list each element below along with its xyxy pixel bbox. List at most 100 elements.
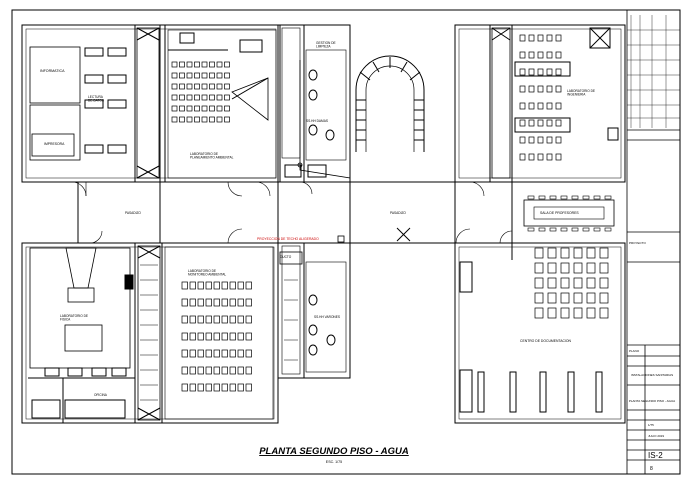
- block-top-right: [454, 24, 626, 183]
- lab-seat: [546, 34, 553, 42]
- lab-seat: [213, 315, 220, 324]
- sala-chair: [571, 227, 579, 232]
- lab-seat: [528, 136, 535, 144]
- lab-seat: [201, 83, 208, 90]
- lab-seat: [555, 51, 562, 59]
- lab-seat: [245, 332, 252, 341]
- lab-seat: [546, 102, 553, 110]
- lab-seat: [546, 136, 553, 144]
- lab-seat: [546, 85, 553, 93]
- lab-seat: [555, 102, 562, 110]
- lab-seat: [209, 105, 215, 112]
- sala-chair: [538, 227, 546, 232]
- lab-seat: [537, 102, 544, 110]
- block-top-center: [277, 24, 425, 183]
- lab-seat: [194, 116, 200, 123]
- reading-seat: [573, 262, 583, 274]
- lab-seat: [216, 72, 223, 79]
- lab-seat: [205, 349, 212, 358]
- reading-seat: [573, 307, 583, 319]
- lab-seat: [194, 83, 200, 90]
- lab-seat: [224, 83, 230, 90]
- lab-seat: [186, 116, 193, 123]
- tb-date: JULIO 2019: [648, 434, 664, 438]
- lab-seat: [179, 83, 185, 90]
- lab-seat: [555, 68, 562, 76]
- reading-seat: [586, 247, 596, 259]
- lab-seat: [237, 281, 244, 290]
- lab-seat: [201, 105, 208, 112]
- lab-seat: [237, 349, 244, 358]
- lab-seat: [186, 72, 193, 79]
- sala-chair: [604, 195, 612, 200]
- lab-seat: [186, 61, 193, 68]
- lab-seat: [221, 298, 228, 307]
- lab-seat: [209, 116, 215, 123]
- tb-project-label: PROYECTO: [629, 241, 646, 245]
- lab-seat: [201, 61, 208, 68]
- reading-seat: [573, 277, 583, 289]
- lab-seat: [537, 68, 544, 76]
- lab-seat: [197, 298, 204, 307]
- lab-seat: [537, 34, 544, 42]
- sala-chair: [560, 227, 568, 232]
- drawing-scale: ESC. 1/75: [326, 460, 342, 464]
- lab-seat: [555, 119, 562, 127]
- reading-seat: [599, 247, 609, 259]
- reading-seat: [599, 292, 609, 304]
- lab-seat: [216, 105, 223, 112]
- lab-seat: [221, 332, 228, 341]
- tb-sheet-code: IS-2: [648, 451, 663, 460]
- reading-seat: [547, 262, 557, 274]
- lab-seat: [245, 298, 252, 307]
- red-annotation: PROYECCION DE TECHO ALIGERADO: [257, 237, 319, 241]
- lab-seat: [189, 383, 196, 392]
- lab-seat: [519, 102, 526, 110]
- lab-seat: [237, 366, 244, 375]
- lab-seat: [179, 105, 185, 112]
- reading-seat: [534, 277, 544, 289]
- lab-seat: [537, 51, 544, 59]
- sala-chair: [538, 195, 546, 200]
- sala-chair: [582, 227, 590, 232]
- tb-plan-desc: INSTALACIONES SANITARIAS: [631, 373, 673, 377]
- lab-seat: [209, 83, 215, 90]
- lab-seat: [224, 105, 230, 112]
- sala-chair: [604, 227, 612, 232]
- lab-seat: [528, 153, 535, 161]
- lab-seat: [237, 332, 244, 341]
- lab-seat: [171, 116, 178, 123]
- sala-chair: [549, 227, 557, 232]
- lab-seat: [213, 281, 220, 290]
- sala-chair: [527, 195, 535, 200]
- lab-seat: [181, 281, 188, 290]
- lab-seat: [519, 34, 526, 42]
- seat-grid-top-right: [519, 34, 562, 161]
- lab-seat: [194, 105, 200, 112]
- lab-seat: [528, 68, 535, 76]
- lab-seat: [201, 72, 208, 79]
- lab-seat: [189, 315, 196, 324]
- lab-seat: [194, 61, 200, 68]
- title-block: [626, 9, 681, 475]
- lab-seat: [555, 34, 562, 42]
- lab-seat: [213, 383, 220, 392]
- room-label-informatica: INFORMATICA: [40, 69, 65, 73]
- lab-seat: [189, 349, 196, 358]
- lab-seat: [205, 332, 212, 341]
- lab-seat: [224, 116, 230, 123]
- reading-seat: [573, 292, 583, 304]
- reading-seat: [534, 307, 544, 319]
- lab-seat: [209, 72, 215, 79]
- lab-seat: [197, 332, 204, 341]
- room-label-sala-prof: SALA DE PROFESORES: [540, 211, 579, 215]
- lab-seat: [181, 383, 188, 392]
- reading-seat: [586, 262, 596, 274]
- reading-seat: [599, 307, 609, 319]
- lab-seat: [224, 61, 230, 68]
- lab-seat: [229, 366, 236, 375]
- room-label-impresora: IMPRESORA: [44, 142, 65, 146]
- drawing-title: PLANTA SEGUNDO PISO - AGUA: [259, 446, 409, 457]
- lab-seat: [519, 119, 526, 127]
